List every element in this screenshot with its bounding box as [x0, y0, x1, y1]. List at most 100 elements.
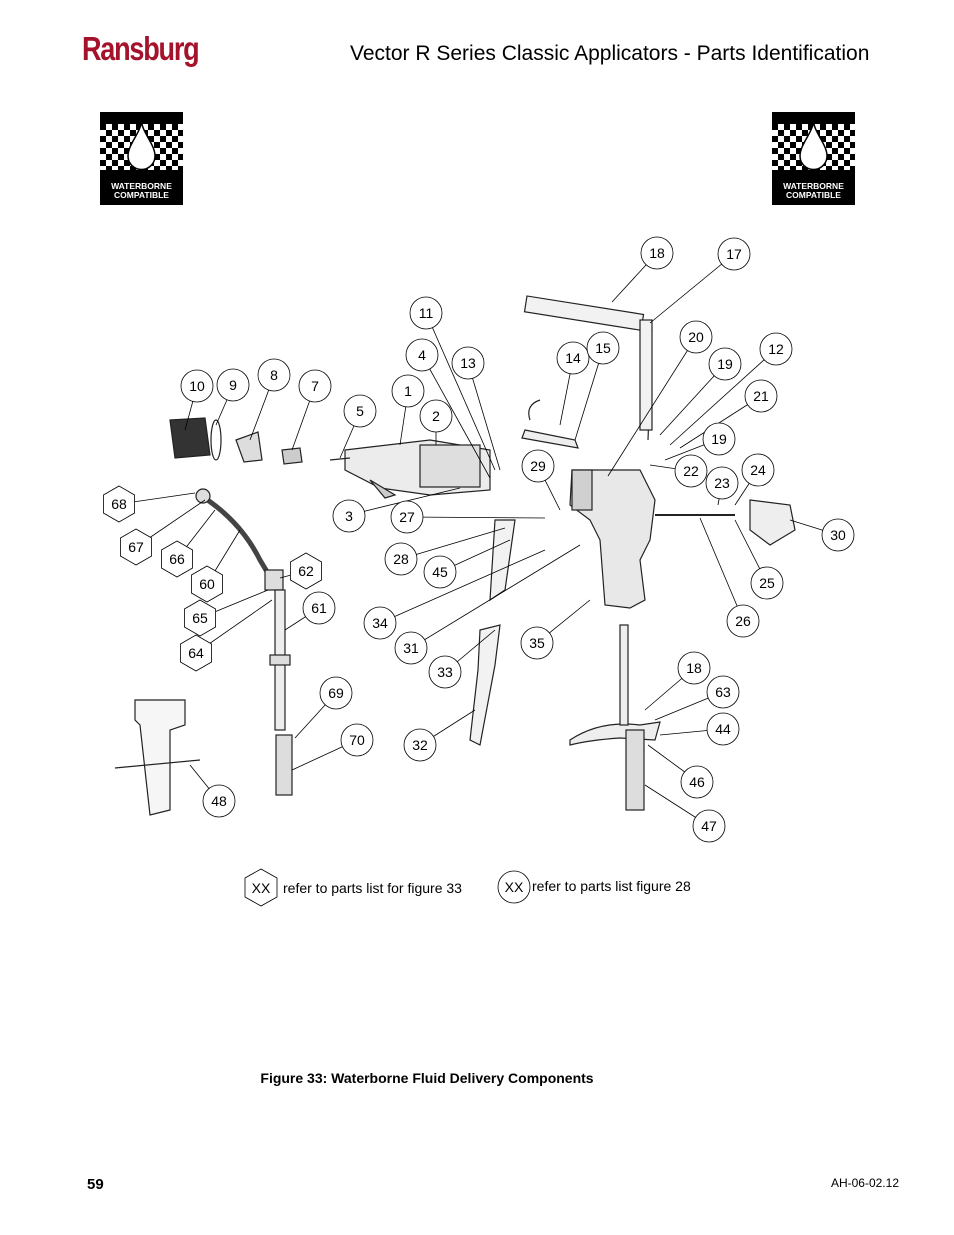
callout-label: 8 [270, 367, 278, 383]
wrench-48 [134, 699, 186, 816]
badge-line2: COMPATIBLE [786, 190, 841, 200]
waterborne-badge-right: WATERBORNE COMPATIBLE [772, 112, 855, 205]
callout-label: 70 [349, 732, 365, 748]
page-number: 59 [87, 1176, 104, 1193]
tube-horizontal [523, 295, 645, 331]
hook-14 [521, 429, 579, 449]
callout-label: 67 [128, 539, 144, 555]
callout-label: 4 [418, 347, 426, 363]
legend-circle-text: refer to parts list figure 28 [532, 878, 691, 894]
callout-hex [190, 565, 224, 603]
callout-label: 25 [759, 575, 775, 591]
barrel-foot [369, 479, 397, 499]
callout-circle [405, 338, 439, 372]
figure-caption: Figure 33: Waterborne Fluid Delivery Com… [0, 1070, 954, 1086]
callout-label: 21 [753, 388, 769, 404]
callout-circle [340, 723, 374, 757]
callout-circle [640, 236, 674, 270]
callout-label: 45 [432, 564, 448, 580]
callout-hex [183, 599, 217, 637]
callout-circle [384, 542, 418, 576]
legend-hex-marker [244, 868, 278, 907]
callout-label: 61 [311, 600, 327, 616]
callout-circle [520, 626, 554, 660]
callout-label: 22 [683, 463, 699, 479]
fitting-62 [264, 569, 284, 591]
callout-circle [363, 606, 397, 640]
callout-circle [521, 449, 555, 483]
callout-circle [394, 631, 428, 665]
water-drop-icon [799, 120, 828, 171]
part-5 [329, 457, 351, 461]
callout-circle [677, 651, 711, 685]
callout-label: 35 [529, 635, 545, 651]
callout-label: 30 [830, 527, 846, 543]
fitting-70 [275, 734, 293, 796]
callout-label: 33 [437, 664, 453, 680]
callout-label: 26 [735, 613, 751, 629]
callout-hex [160, 540, 194, 578]
callout-circle [692, 809, 726, 843]
callout-circle [216, 368, 250, 402]
callout-label: 23 [714, 475, 730, 491]
callout-label: 46 [689, 774, 705, 790]
callout-circle [705, 466, 739, 500]
callout-circle [726, 604, 760, 638]
callout-label: 9 [229, 377, 237, 393]
callout-label: 68 [111, 496, 127, 512]
callout-circle [332, 499, 366, 533]
callout-label: 1 [404, 383, 412, 399]
callout-label: 69 [328, 685, 344, 701]
legend-hex-label: XX [252, 880, 271, 896]
callout-circle [750, 566, 784, 600]
callout-circle [423, 555, 457, 589]
callout-circle [821, 518, 855, 552]
trigger-32 [469, 624, 501, 746]
callout-label: 19 [717, 356, 733, 372]
callout-hex [289, 552, 323, 590]
callout-circle [391, 374, 425, 408]
figure-caption-text: Figure 33: Waterborne Fluid Delivery Com… [260, 1070, 594, 1086]
callout-hex [103, 485, 136, 523]
callout-label: 10 [189, 378, 205, 394]
rod-18 [619, 624, 629, 726]
callout-circle [298, 369, 332, 403]
callout-label: 28 [393, 551, 409, 567]
callout-label: 64 [188, 645, 204, 661]
callout-circle [409, 296, 443, 330]
o-ring-9 [210, 419, 222, 461]
callout-label: 18 [686, 660, 702, 676]
callout-label: 32 [412, 737, 428, 753]
callout-label: 5 [356, 403, 364, 419]
callout-circle [202, 784, 236, 818]
callout-circle [702, 422, 736, 456]
callout-circle [302, 591, 336, 625]
waterborne-badge-left: WATERBORNE COMPATIBLE [100, 112, 183, 205]
hose [198, 492, 275, 582]
callout-label: 63 [715, 684, 731, 700]
badge-line1: WATERBORNE [111, 181, 172, 191]
badge-line1: WATERBORNE [783, 181, 844, 191]
connector-46 [625, 729, 645, 811]
callout-label: 15 [595, 340, 611, 356]
rear-cap-30 [749, 499, 796, 546]
callout-label: 20 [688, 329, 704, 345]
callout-circle [586, 331, 620, 365]
callout-circle [674, 454, 708, 488]
callout-label: 62 [298, 563, 314, 579]
callout-circle [759, 332, 793, 366]
callout-circle [744, 379, 778, 413]
trigger-45 [489, 519, 516, 602]
legend-circle-marker [497, 870, 531, 904]
callout-circle [428, 655, 462, 689]
callout-label: 47 [701, 818, 717, 834]
callout-label: 24 [750, 462, 766, 478]
fitting-68 [195, 488, 211, 504]
callout-circle [708, 347, 742, 381]
callout-label: 12 [768, 341, 784, 357]
callout-circle [741, 453, 775, 487]
callout-circle [679, 320, 713, 354]
callout-label: 60 [199, 576, 215, 592]
callout-circle [403, 728, 437, 762]
